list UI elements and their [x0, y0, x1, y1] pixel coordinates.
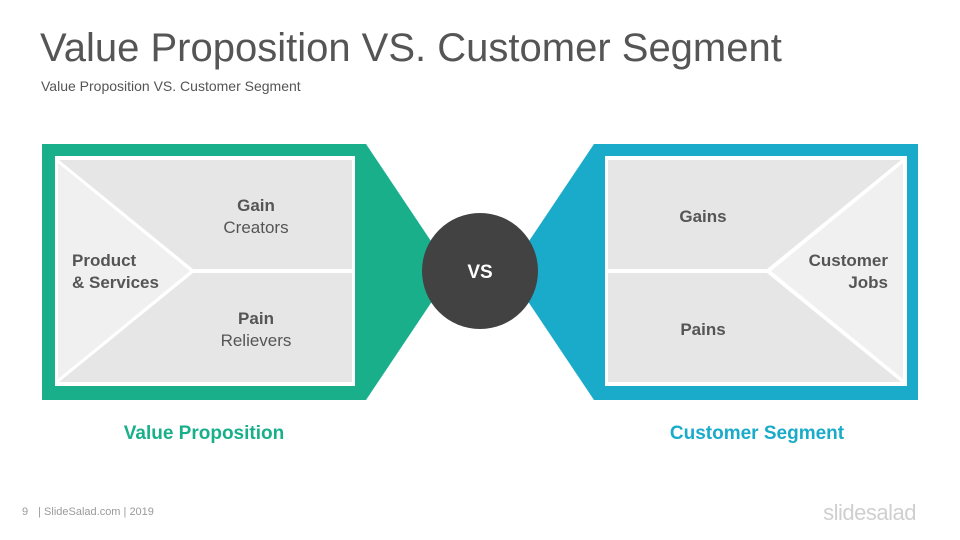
- footer-credit: | SlideSalad.com | 2019: [38, 506, 154, 518]
- pains-label: Pains: [680, 320, 725, 339]
- vs-label: VS: [467, 262, 492, 283]
- value-proposition-label: Value Proposition: [124, 423, 284, 444]
- pain-relievers-subtitle: Relievers: [221, 331, 292, 350]
- pains-section: [608, 273, 901, 382]
- page-subtitle: Value Proposition VS. Customer Segment: [41, 78, 301, 94]
- products-services-line1: Product: [72, 251, 137, 270]
- pain-relievers-title: Pain: [238, 309, 274, 328]
- vs-circle: [422, 213, 538, 329]
- footer: 9 | SlideSalad.com | 2019: [22, 506, 154, 518]
- vs-badge: VS: [422, 213, 538, 329]
- customer-jobs-line1: Customer: [809, 251, 889, 270]
- gain-creators-section: [59, 160, 352, 269]
- gain-creators-subtitle: Creators: [223, 218, 288, 237]
- slidesalad-logo: slidesalad: [823, 500, 916, 525]
- customer-jobs-section: [771, 163, 903, 379]
- value-proposition-canvas: Gain Creators Pain Relievers Product & S…: [42, 144, 445, 444]
- page-title: Value Proposition VS. Customer Segment: [40, 26, 782, 70]
- products-services-section: [58, 163, 190, 379]
- page-number: 9: [22, 506, 29, 518]
- customer-segment-label: Customer Segment: [670, 423, 845, 444]
- gains-label: Gains: [679, 207, 726, 226]
- customer-jobs-line2: Jobs: [848, 273, 888, 292]
- products-services-line2: & Services: [72, 273, 159, 292]
- pain-relievers-section: [59, 273, 352, 382]
- gains-section: [608, 160, 901, 269]
- gain-creators-title: Gain: [237, 196, 275, 215]
- customer-segment-canvas: Gains Pains Customer Jobs Customer Segme…: [515, 144, 918, 444]
